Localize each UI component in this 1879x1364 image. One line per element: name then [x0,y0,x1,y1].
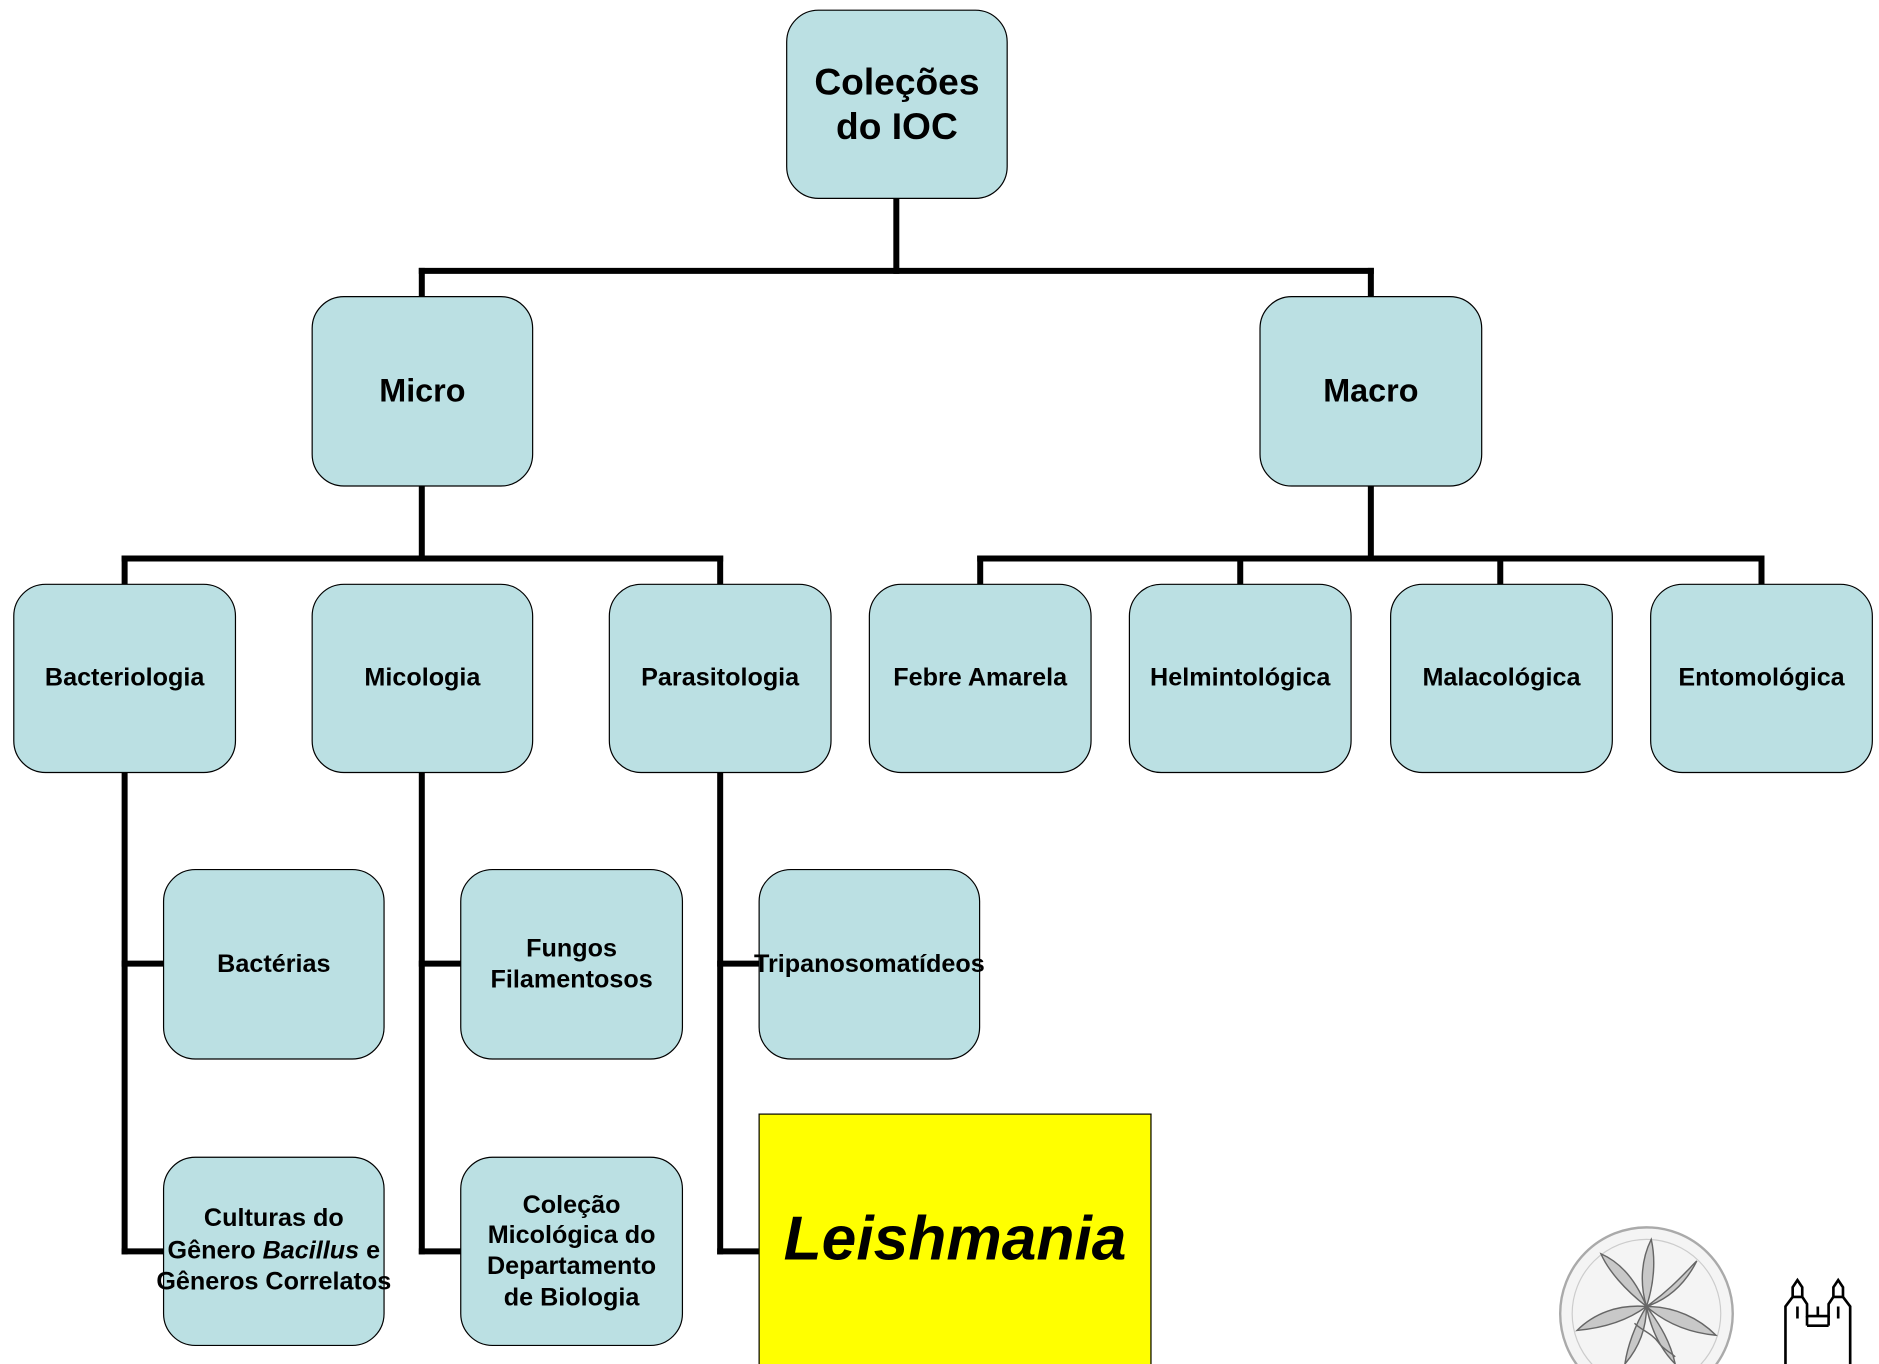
culturas-line2-italic: Bacillus [262,1236,360,1264]
culturas-line3: Gêneros Correlatos [156,1268,392,1297]
macro-node: Macro [1259,296,1483,487]
culturas-line2-prefix: Gênero [167,1236,263,1264]
micologia-label: Micologia [364,664,481,692]
root-node: Coleções do IOC [786,9,1008,199]
culturas-line1: Culturas do [203,1204,344,1232]
entomologica-label: Entomológica [1678,664,1845,692]
entomologica-node: Entomológica [1650,583,1873,774]
bacteriologia-label: Bacteriologia [44,664,205,692]
tripanosomatideos-label: Tripanosomatídeos [754,950,985,978]
culturas-label: Culturas do Gênero Bacillus e Gêneros Co… [156,1203,391,1300]
tripanosomatideos-node: Tripanosomatídeos [754,868,985,1060]
bacteriologia-node: Bacteriologia [13,583,237,774]
bacterias-node: Bactérias [162,868,385,1060]
bacterias-label: Bactérias [217,950,331,978]
culturas-node: Culturas do Gênero Bacillus e Gêneros Co… [156,1156,391,1347]
fiocruz-castle-logo [1784,1277,1852,1364]
micologia-node: Micologia [311,583,534,774]
fungos-node: Fungos Filamentosos [460,868,684,1060]
root-label: Coleções do IOC [814,60,980,148]
colecao-micologica-node: Coleção Micológica do Departamento de Bi… [460,1156,684,1347]
helmintologica-node: Helmintológica [1128,583,1352,774]
micro-label: Micro [379,372,466,409]
macro-label: Macro [1323,372,1419,409]
colecao-micologica-label: Coleção Micológica do Departamento de Bi… [486,1191,657,1311]
malacologica-label: Malacológica [1422,664,1581,692]
fungos-label: Fungos Filamentosos [490,934,653,994]
leishmania-label: Leishmania [783,1204,1127,1275]
malacologica-node: Malacológica [1390,583,1613,774]
parasitologia-label: Parasitologia [641,664,800,692]
culturas-line2: Gênero Bacillus e [156,1235,391,1267]
parasitologia-node: Parasitologia [608,583,832,774]
febre-amarela-node: Febre Amarela [868,583,1092,774]
collection-seal-logo [1559,1226,1734,1364]
febre-amarela-label: Febre Amarela [893,664,1068,692]
micro-node: Micro [311,296,534,487]
helmintologica-label: Helmintológica [1150,664,1331,692]
culturas-line2-suffix: e [359,1236,381,1264]
leishmania-box: Leishmania [758,1113,1152,1364]
